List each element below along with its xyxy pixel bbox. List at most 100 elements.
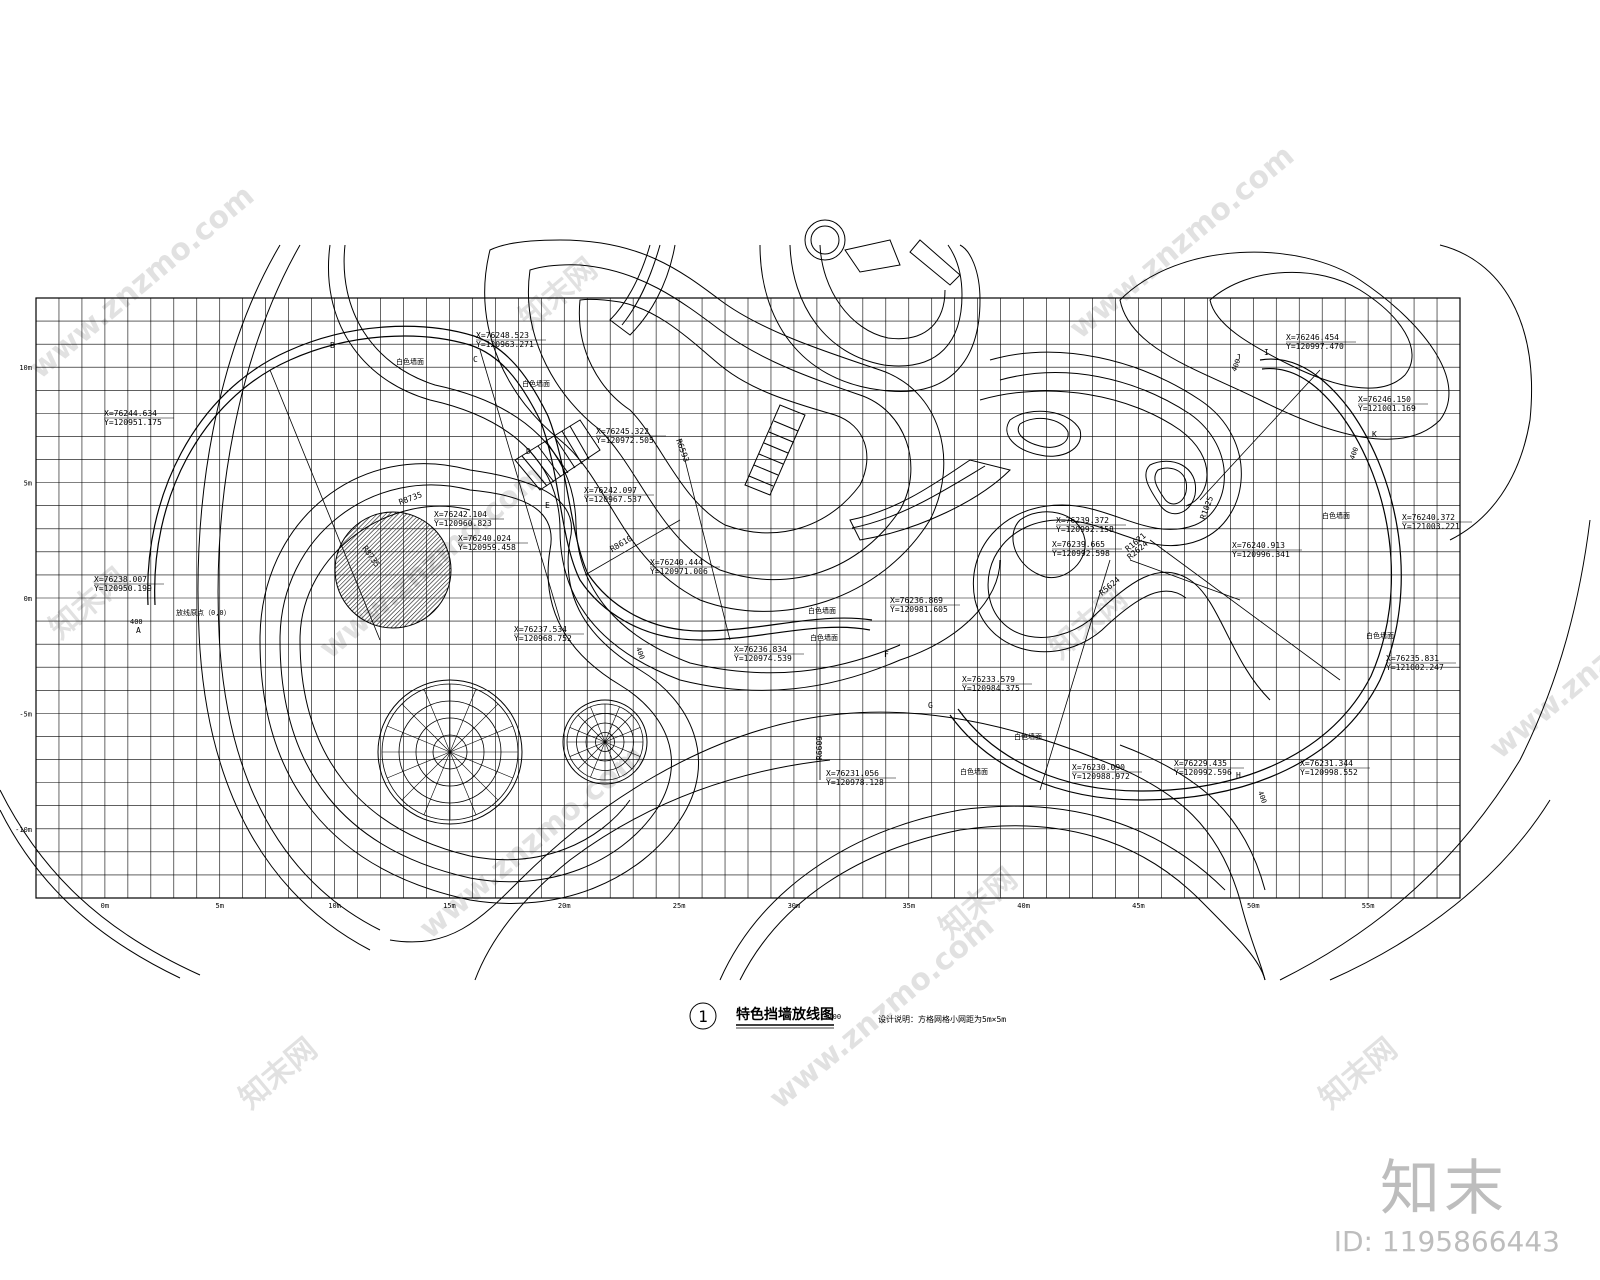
coord-y-label: Y=120967.537 xyxy=(584,495,642,504)
contour-right-3 xyxy=(979,390,1208,507)
coord-y-label: Y=120978.128 xyxy=(826,778,884,787)
coord-y-label: Y=120968.752 xyxy=(514,634,572,643)
x-axis-label: 5m xyxy=(216,902,224,910)
y-axis-label: 0m xyxy=(24,595,32,603)
outer-arc-left-2 xyxy=(197,244,371,951)
dimension-400-label: 400 xyxy=(1348,446,1360,461)
x-axis-label: 40m xyxy=(1017,902,1030,910)
wall-material-label: 白色墙面 xyxy=(1322,511,1350,520)
path-upper-left-2 xyxy=(343,244,901,674)
coord-x-label: X=76231.344 xyxy=(1300,759,1353,768)
radial-paving-large xyxy=(377,679,523,825)
path-upper-left xyxy=(328,244,1001,691)
coord-y-label: Y=120959.458 xyxy=(458,543,516,552)
outer-arc-far xyxy=(0,789,201,976)
coord-y-label: Y=120997.470 xyxy=(1286,342,1344,351)
coord-y-label: Y=120960.823 xyxy=(434,519,492,528)
island-1 xyxy=(1006,410,1082,457)
contour-upper-mid-2 xyxy=(789,244,963,367)
coord-x-label: X=76240.372 xyxy=(1402,513,1455,522)
dimension-400-label: 400 xyxy=(130,618,143,626)
watermark-text: 知末网 xyxy=(233,1031,324,1116)
coord-x-label: X=76236.834 xyxy=(734,645,787,654)
radius-label: R8735 xyxy=(398,490,424,507)
island-2 xyxy=(1145,460,1196,515)
top-structures xyxy=(609,219,961,336)
contour-center-1 xyxy=(484,239,945,612)
watermark-text: www.znzmo.com xyxy=(23,178,261,386)
watermark-text: www.znzmo.com xyxy=(413,738,651,946)
coord-x-label: X=76246.150 xyxy=(1358,395,1411,404)
coord-x-label: X=76239.665 xyxy=(1052,540,1105,549)
coord-y-label: Y=120951.175 xyxy=(104,418,162,427)
watermark-text: www.znzmo.com xyxy=(1063,138,1301,346)
point-letter: K xyxy=(1372,430,1377,439)
coordinate-labels: X=76244.634Y=120951.175X=76238.007Y=1209… xyxy=(94,331,1472,787)
wall-material-label: 白色墙面 xyxy=(960,767,988,776)
point-letter: J xyxy=(1236,353,1241,362)
y-axis-label: 5m xyxy=(24,480,32,488)
y-axis-label: 10m xyxy=(19,364,32,372)
wall-material-label: 白色墙面 xyxy=(396,357,424,366)
coord-x-label: X=76248.523 xyxy=(476,331,529,340)
watermark-text: 知末网 xyxy=(1043,581,1134,666)
wall-left-arc xyxy=(154,335,871,641)
x-axis-label: 45m xyxy=(1132,902,1145,910)
point-letter: B xyxy=(330,341,335,350)
point-letter: C xyxy=(473,355,478,364)
coord-x-label: X=76242.104 xyxy=(434,510,487,519)
point-letter: G xyxy=(928,701,933,710)
radius-label: R8610 xyxy=(609,534,635,554)
wall-material-label: 白色墙面 xyxy=(1366,631,1394,640)
lawn-outline xyxy=(259,463,700,904)
x-axis-label: 25m xyxy=(673,902,686,910)
coord-x-label: X=76238.007 xyxy=(94,575,147,584)
point-letter: H xyxy=(1236,771,1241,780)
point-letter: E xyxy=(545,501,550,510)
radius-label: R6609 xyxy=(815,736,824,760)
y-axis-label: -5m xyxy=(19,710,32,718)
title-main: 特色挡墙放线图 xyxy=(736,1006,834,1023)
point-letter: F xyxy=(884,650,889,659)
dimension-leaders xyxy=(269,349,1341,791)
coord-y-label: Y=120992.596 xyxy=(1174,768,1232,777)
coord-y-label: Y=120974.539 xyxy=(734,654,792,663)
road-bottom-3 xyxy=(739,825,1266,981)
wall-material-label: 白色墙面 xyxy=(1014,732,1042,741)
stair-left xyxy=(514,419,601,491)
road-bottom-2 xyxy=(474,759,831,981)
x-axis-label: 20m xyxy=(558,902,571,910)
title-scale: 1:100 xyxy=(820,1013,841,1021)
coord-y-label: Y=121002.247 xyxy=(1386,663,1444,672)
coord-x-label: X=76237.534 xyxy=(514,625,567,634)
y-axis-label: -10m xyxy=(15,826,32,834)
contour-right-2 xyxy=(973,372,1225,653)
dimension-400-label: 400 xyxy=(634,646,646,661)
coord-x-label: X=76230.090 xyxy=(1072,763,1125,772)
wall-material-label: 白色墙面 xyxy=(808,606,836,615)
coord-y-label: Y=120992.598 xyxy=(1052,549,1110,558)
wall-material-label: 白色墙面 xyxy=(810,633,838,642)
coord-x-label: X=76245.322 xyxy=(596,427,649,436)
title-number: 1 xyxy=(698,1007,708,1026)
point-letter: A xyxy=(136,626,141,635)
contour-upper-mid xyxy=(759,244,981,392)
x-axis-label: 30m xyxy=(788,902,801,910)
radial-paving-small xyxy=(562,699,648,785)
watermark-text: www.znzmo.com xyxy=(1483,558,1600,766)
coord-y-label: Y=121001.169 xyxy=(1358,404,1416,413)
coord-x-label: X=76240.024 xyxy=(458,534,511,543)
island-3 xyxy=(1012,511,1086,579)
hill-right xyxy=(1119,251,1450,440)
coord-y-label: Y=120971.006 xyxy=(650,567,708,576)
point-letter: D xyxy=(526,447,531,456)
coord-x-label: X=76233.579 xyxy=(962,675,1015,684)
stair-center xyxy=(744,404,806,496)
coord-x-label: X=76231.056 xyxy=(826,769,879,778)
island-2-inner xyxy=(1154,467,1188,505)
coord-x-label: X=76240.444 xyxy=(650,558,703,567)
coord-x-label: X=76246.454 xyxy=(1286,333,1339,342)
radius-labels: R8735R8735R6593R8610R6609R2624R5624R1621… xyxy=(360,438,1215,760)
